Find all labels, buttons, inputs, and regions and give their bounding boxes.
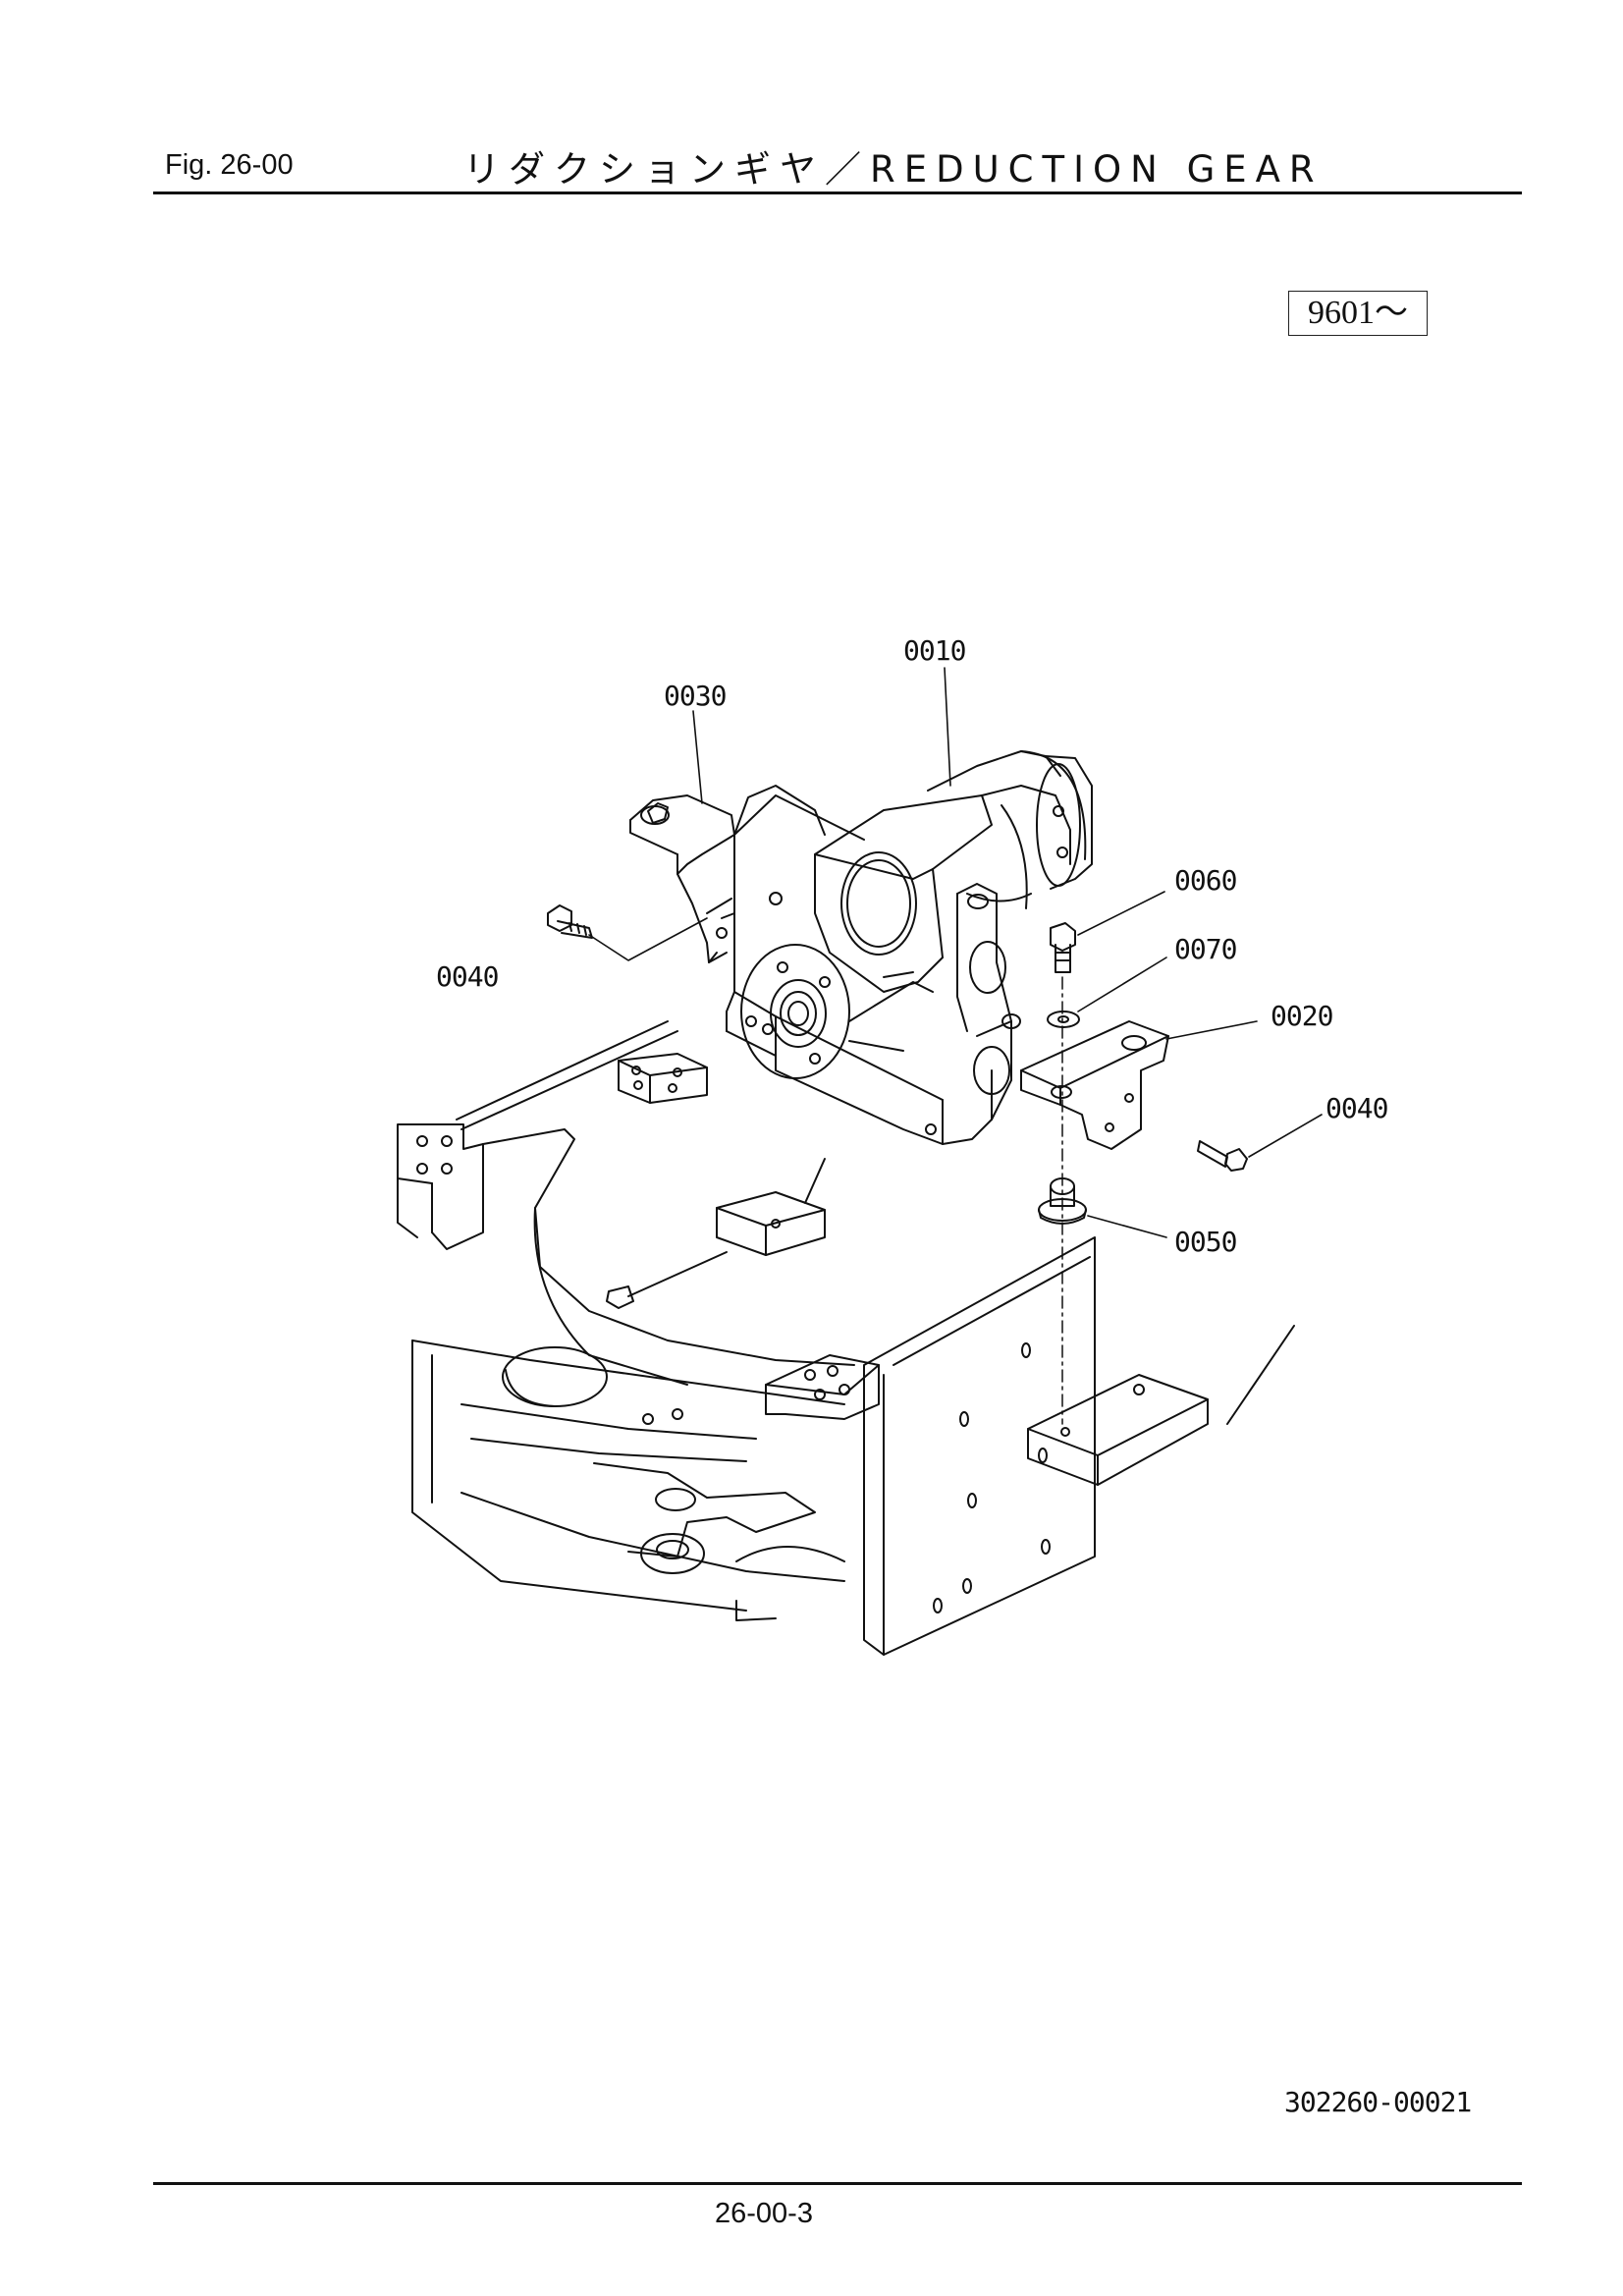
footer-rule	[153, 2182, 1522, 2185]
bracket-0030	[629, 794, 735, 963]
reduction-gear-housing	[716, 750, 1093, 1145]
bracket-0020	[1020, 1020, 1169, 1150]
bolt-0040-left	[547, 904, 593, 939]
part-label-0020: 0020	[1271, 1000, 1333, 1032]
part-label-0060: 0060	[1174, 864, 1237, 897]
part-label-0040-right: 0040	[1325, 1092, 1388, 1124]
frame-assembly	[397, 1020, 1295, 1656]
page-title: リダクションギヤ／REDUCTION GEAR	[463, 148, 1324, 191]
page-number: 26-00-3	[715, 2198, 813, 2229]
part-label-0070: 0070	[1174, 933, 1237, 965]
serial-range-badge: 9601～	[1288, 291, 1428, 336]
bolt-0060	[1050, 922, 1076, 973]
bolt-0040-right	[1197, 1140, 1248, 1172]
header-rule	[153, 191, 1522, 194]
part-label-0040-left: 0040	[436, 960, 499, 993]
part-label-0010: 0010	[903, 634, 966, 667]
leader-lines	[588, 667, 1323, 1238]
figure-number: Fig. 26-00	[165, 149, 294, 181]
part-label-0050: 0050	[1174, 1226, 1237, 1258]
drawing-number: 302260-00021	[1284, 2086, 1472, 2118]
part-label-0030: 0030	[664, 680, 727, 712]
washer-0070	[1047, 1011, 1080, 1028]
